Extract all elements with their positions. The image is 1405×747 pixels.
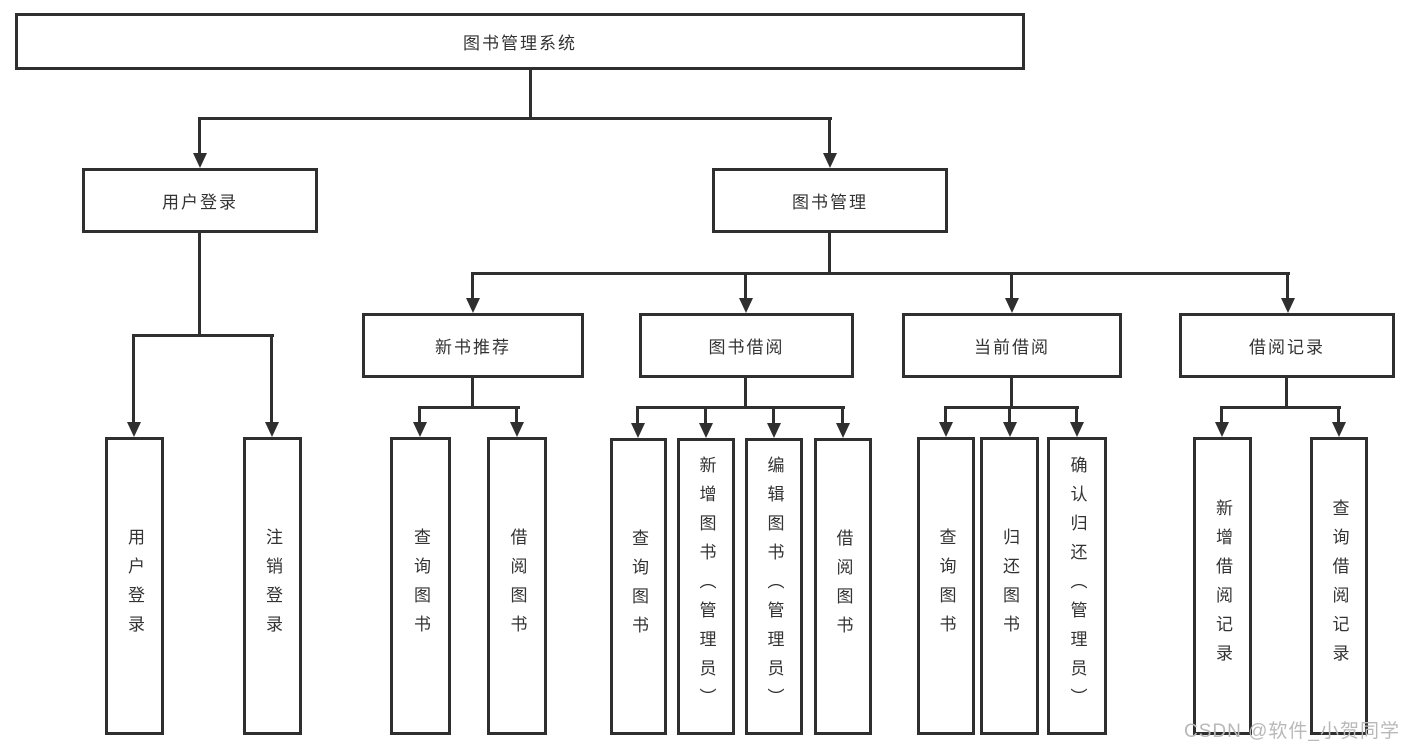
node-borrowing-records: 借阅记录: [1179, 313, 1395, 378]
connector-line: [418, 406, 520, 409]
connector-line: [1337, 406, 1340, 425]
connector-line: [744, 272, 747, 300]
leaf-confirm-return-admin: 确认归还（管理员）: [1047, 437, 1107, 735]
connector-line: [132, 334, 274, 337]
arrowhead-down-icon: [193, 153, 207, 168]
connector-line: [1010, 378, 1013, 409]
connector-line: [1010, 272, 1013, 300]
leaf-label: 用户登录: [125, 528, 144, 644]
csdn-watermark: CSDN @软件_小贺同学: [1184, 721, 1400, 742]
leaf-label: 新增图书（管理员）: [696, 456, 716, 717]
connector-line: [198, 233, 201, 336]
leaf-label: 查询图书: [411, 528, 430, 644]
connector-line: [471, 272, 1290, 275]
leaf-borrow-books-1: 借阅图书: [487, 437, 547, 735]
arrowhead-down-icon: [767, 423, 781, 438]
leaf-query-books-3: 查询图书: [917, 437, 975, 735]
arrowhead-down-icon: [699, 423, 713, 438]
connector-line: [270, 334, 273, 424]
arrowhead-down-icon: [823, 153, 837, 168]
connector-line: [1286, 272, 1289, 300]
node-library-management-system: 图书管理系统: [15, 13, 1025, 70]
leaf-add-books-admin: 新增图书（管理员）: [677, 438, 735, 735]
connector-line: [841, 406, 844, 426]
arrowhead-down-icon: [1005, 298, 1019, 313]
node-label: 借阅记录: [1249, 338, 1325, 357]
connector-line: [471, 272, 474, 300]
leaf-query-borrow-record: 查询借阅记录: [1310, 437, 1368, 735]
leaf-borrow-books-2: 借阅图书: [814, 438, 872, 735]
connector-line: [704, 406, 707, 426]
arrowhead-down-icon: [1003, 422, 1017, 437]
node-label: 新书推荐: [435, 338, 511, 357]
arrowhead-down-icon: [1215, 422, 1229, 437]
connector-line: [944, 406, 1079, 409]
arrowhead-down-icon: [265, 422, 279, 437]
node-book-borrowing: 图书借阅: [639, 313, 854, 378]
connector-line: [418, 406, 421, 425]
arrowhead-down-icon: [836, 423, 850, 438]
arrowhead-down-icon: [631, 423, 645, 438]
node-label: 图书借阅: [708, 338, 785, 357]
leaf-label: 归还图书: [1000, 528, 1019, 644]
leaf-label: 查询图书: [936, 528, 956, 644]
node-label: 图书管理系统: [463, 34, 577, 53]
leaf-label: 查询借阅记录: [1329, 499, 1349, 673]
node-user-login: 用户登录: [82, 168, 318, 233]
leaf-label: 新增借阅记录: [1213, 499, 1232, 673]
connector-line: [828, 233, 831, 275]
arrowhead-down-icon: [739, 298, 753, 313]
node-current-borrowing: 当前借阅: [902, 313, 1122, 378]
node-new-book-recommend: 新书推荐: [362, 313, 584, 378]
connector-line: [636, 406, 639, 426]
arrowhead-down-icon: [510, 422, 524, 437]
arrowhead-down-icon: [127, 422, 141, 437]
connector-line: [1285, 378, 1288, 409]
leaf-edit-books-admin: 编辑图书（管理员）: [745, 438, 803, 735]
leaf-label: 确认归还（管理员）: [1067, 455, 1087, 717]
node-label: 用户登录: [162, 193, 238, 212]
arrowhead-down-icon: [413, 422, 427, 437]
leaf-logout: 注销登录: [243, 437, 302, 735]
leaf-add-borrow-record: 新增借阅记录: [1193, 437, 1252, 735]
arrowhead-down-icon: [466, 298, 480, 313]
connector-line: [1008, 406, 1011, 425]
leaf-user-login: 用户登录: [105, 437, 164, 735]
node-label: 图书管理: [792, 193, 868, 212]
connector-line: [636, 406, 845, 409]
connector-line: [744, 378, 747, 409]
arrowhead-down-icon: [1070, 422, 1084, 437]
leaf-query-books-1: 查询图书: [390, 437, 451, 735]
leaf-label: 编辑图书（管理员）: [764, 456, 784, 717]
connector-line: [515, 406, 518, 425]
leaf-query-books-2: 查询图书: [610, 438, 667, 735]
connector-line: [1220, 406, 1341, 409]
connector-line: [132, 334, 135, 424]
connector-line: [1075, 406, 1078, 425]
leaf-label: 借阅图书: [507, 528, 527, 644]
connector-line: [198, 117, 832, 120]
leaf-return-books: 归还图书: [980, 437, 1039, 735]
arrowhead-down-icon: [939, 422, 953, 437]
connector-line: [828, 117, 831, 155]
arrowhead-down-icon: [1332, 422, 1346, 437]
leaf-label: 注销登录: [263, 528, 282, 644]
node-book-management: 图书管理: [712, 168, 948, 233]
connector-line: [471, 378, 474, 409]
connector-line: [772, 406, 775, 426]
connector-line: [1220, 406, 1223, 425]
connector-line: [944, 406, 947, 425]
leaf-label: 查询图书: [629, 528, 648, 645]
leaf-label: 借阅图书: [833, 528, 853, 645]
arrowhead-down-icon: [1281, 298, 1295, 313]
connector-line: [198, 117, 201, 155]
node-label: 当前借阅: [974, 338, 1050, 357]
connector-line: [529, 70, 532, 118]
